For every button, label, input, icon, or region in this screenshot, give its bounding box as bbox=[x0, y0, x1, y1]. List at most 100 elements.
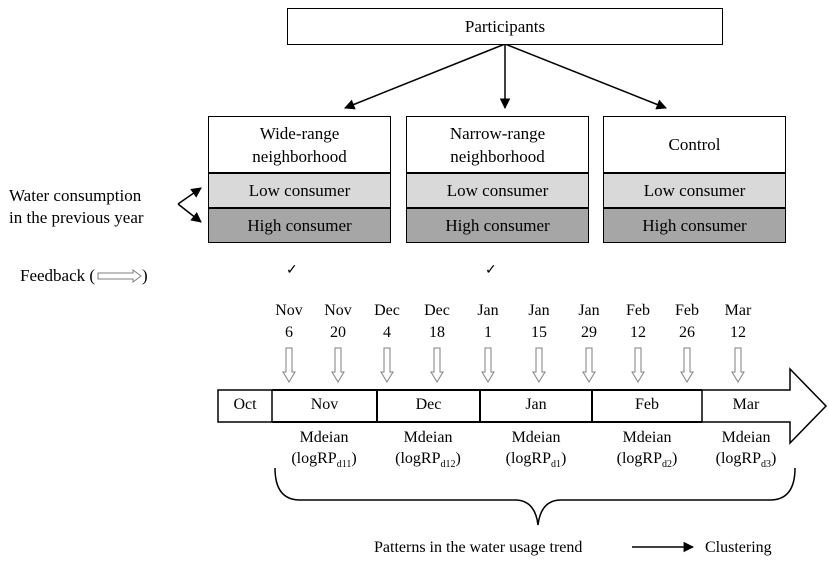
feedback-date-month: Jan bbox=[578, 302, 600, 319]
median-subscript: d12 bbox=[440, 459, 456, 471]
feedback-arrow-icon bbox=[282, 347, 296, 383]
month-label: Dec bbox=[415, 396, 442, 413]
feedback-date-month: Mar bbox=[724, 302, 752, 319]
arrow-to-high-consumer bbox=[177, 203, 202, 223]
feedback-date-day: 26 bbox=[679, 324, 695, 341]
feedback-arrow-icon bbox=[532, 347, 546, 383]
group-title-line: neighborhood bbox=[450, 146, 545, 166]
median-variable: (logRP bbox=[616, 450, 662, 467]
check-mark-icon: ✓ bbox=[485, 263, 497, 278]
feedback-date-month: Feb bbox=[675, 302, 699, 319]
feedback-legend-arrow bbox=[97, 269, 142, 283]
feedback-arrow-icon bbox=[331, 347, 345, 383]
feedback-date-day: 1 bbox=[484, 324, 492, 341]
high-consumer-label: High consumer bbox=[445, 216, 550, 235]
participants-box: Participants bbox=[287, 8, 723, 45]
feedback-date: Feb 26 bbox=[667, 300, 707, 344]
participants-label: Participants bbox=[464, 17, 546, 36]
high-consumer-label: High consumer bbox=[642, 216, 747, 235]
feedback-date-day: 12 bbox=[730, 324, 746, 341]
median-label: Mdeian (logRPd2) bbox=[597, 427, 697, 475]
feedback-date: Feb 12 bbox=[618, 300, 658, 344]
water-consumption-label: Water consumption in the previous year bbox=[9, 185, 144, 229]
median-subscript: d1 bbox=[551, 459, 561, 471]
arrow-to-control bbox=[504, 43, 667, 110]
median-word: Mdeian bbox=[299, 429, 349, 446]
median-subscript: d3 bbox=[761, 459, 771, 471]
feedback-date-month: Jan bbox=[477, 302, 499, 319]
feedback-arrow-icon bbox=[631, 347, 645, 383]
water-label-line: in the previous year bbox=[9, 208, 144, 227]
feedback-legend-close: ) bbox=[142, 266, 148, 285]
low-consumer-label: Low consumer bbox=[643, 181, 746, 200]
median-variable: (logRP bbox=[715, 450, 761, 467]
median-close: ) bbox=[561, 450, 567, 467]
month-label: Mar bbox=[732, 396, 760, 413]
median-word: Mdeian bbox=[403, 429, 453, 446]
low-consumer-cell: Low consumer bbox=[208, 173, 391, 208]
low-consumer-cell: Low consumer bbox=[603, 173, 786, 208]
group-title-line: Control bbox=[668, 135, 721, 154]
feedback-date-day: 29 bbox=[581, 324, 597, 341]
median-close: ) bbox=[672, 450, 678, 467]
feedback-date-day: 6 bbox=[285, 324, 293, 341]
feedback-arrow-icon bbox=[680, 347, 694, 383]
feedback-date-day: 20 bbox=[330, 324, 346, 341]
feedback-arrow-icon bbox=[430, 347, 444, 383]
feedback-date: Dec 18 bbox=[417, 300, 457, 344]
feedback-arrows bbox=[282, 347, 745, 383]
median-label: Mdeian (logRPd3) bbox=[696, 427, 796, 475]
median-close: ) bbox=[455, 450, 461, 467]
feedback-date-month: Nov bbox=[324, 302, 352, 319]
water-label-line: Water consumption bbox=[9, 186, 142, 205]
group-title-line: neighborhood bbox=[252, 146, 347, 166]
group-title-line: Narrow-range bbox=[449, 123, 546, 143]
high-consumer-cell: High consumer bbox=[406, 208, 589, 243]
feedback-date: Jan 1 bbox=[468, 300, 508, 344]
feedback-arrow-icon bbox=[731, 347, 745, 383]
month-label: Oct bbox=[233, 396, 257, 413]
clustering-label: Clustering bbox=[705, 539, 772, 556]
month-label: Feb bbox=[635, 396, 659, 413]
grouping-brace bbox=[274, 467, 796, 526]
high-consumer-label: High consumer bbox=[247, 216, 352, 235]
patterns-label: Patterns in the water usage trend bbox=[374, 539, 583, 556]
low-consumer-cell: Low consumer bbox=[406, 173, 589, 208]
median-variable: (logRP bbox=[395, 450, 441, 467]
median-close: ) bbox=[351, 450, 357, 467]
high-consumer-cell: High consumer bbox=[208, 208, 391, 243]
median-subscript: d11 bbox=[336, 459, 352, 471]
feedback-label: Feedback ( bbox=[20, 266, 96, 285]
high-consumer-cell: High consumer bbox=[603, 208, 786, 243]
low-consumer-label: Low consumer bbox=[446, 181, 549, 200]
median-subscript: d2 bbox=[662, 459, 672, 471]
feedback-date-day: 18 bbox=[429, 324, 445, 341]
feedback-date-month: Nov bbox=[275, 302, 303, 319]
median-variable: (logRP bbox=[291, 450, 337, 467]
median-label: Mdeian (logRPd11) bbox=[274, 427, 374, 475]
month-label: Jan bbox=[525, 396, 547, 413]
feedback-arrow-icon bbox=[582, 347, 596, 383]
feedback-date-day: 4 bbox=[383, 324, 391, 341]
arrow-to-low-consumer bbox=[177, 187, 202, 205]
median-label: Mdeian (logRPd12) bbox=[378, 427, 478, 475]
feedback-legend: Feedback ( bbox=[20, 265, 95, 287]
median-word: Mdeian bbox=[721, 429, 771, 446]
check-mark-icon: ✓ bbox=[286, 263, 298, 278]
feedback-date-month: Dec bbox=[374, 302, 400, 319]
feedback-date-month: Dec bbox=[424, 302, 450, 319]
feedback-arrow-icon bbox=[380, 347, 394, 383]
month-label: Nov bbox=[310, 396, 339, 413]
feedback-date: Nov 20 bbox=[318, 300, 358, 344]
median-close: ) bbox=[771, 450, 777, 467]
median-word: Mdeian bbox=[622, 429, 672, 446]
arrow-to-wide-range bbox=[344, 43, 506, 110]
median-word: Mdeian bbox=[511, 429, 561, 446]
feedback-date: Jan 29 bbox=[569, 300, 609, 344]
feedback-date-month: Feb bbox=[626, 302, 650, 319]
group-title-control: Control bbox=[603, 116, 786, 173]
feedback-arrow-icon bbox=[481, 347, 495, 383]
feedback-date-day: 12 bbox=[630, 324, 646, 341]
feedback-date-month: Jan bbox=[528, 302, 550, 319]
